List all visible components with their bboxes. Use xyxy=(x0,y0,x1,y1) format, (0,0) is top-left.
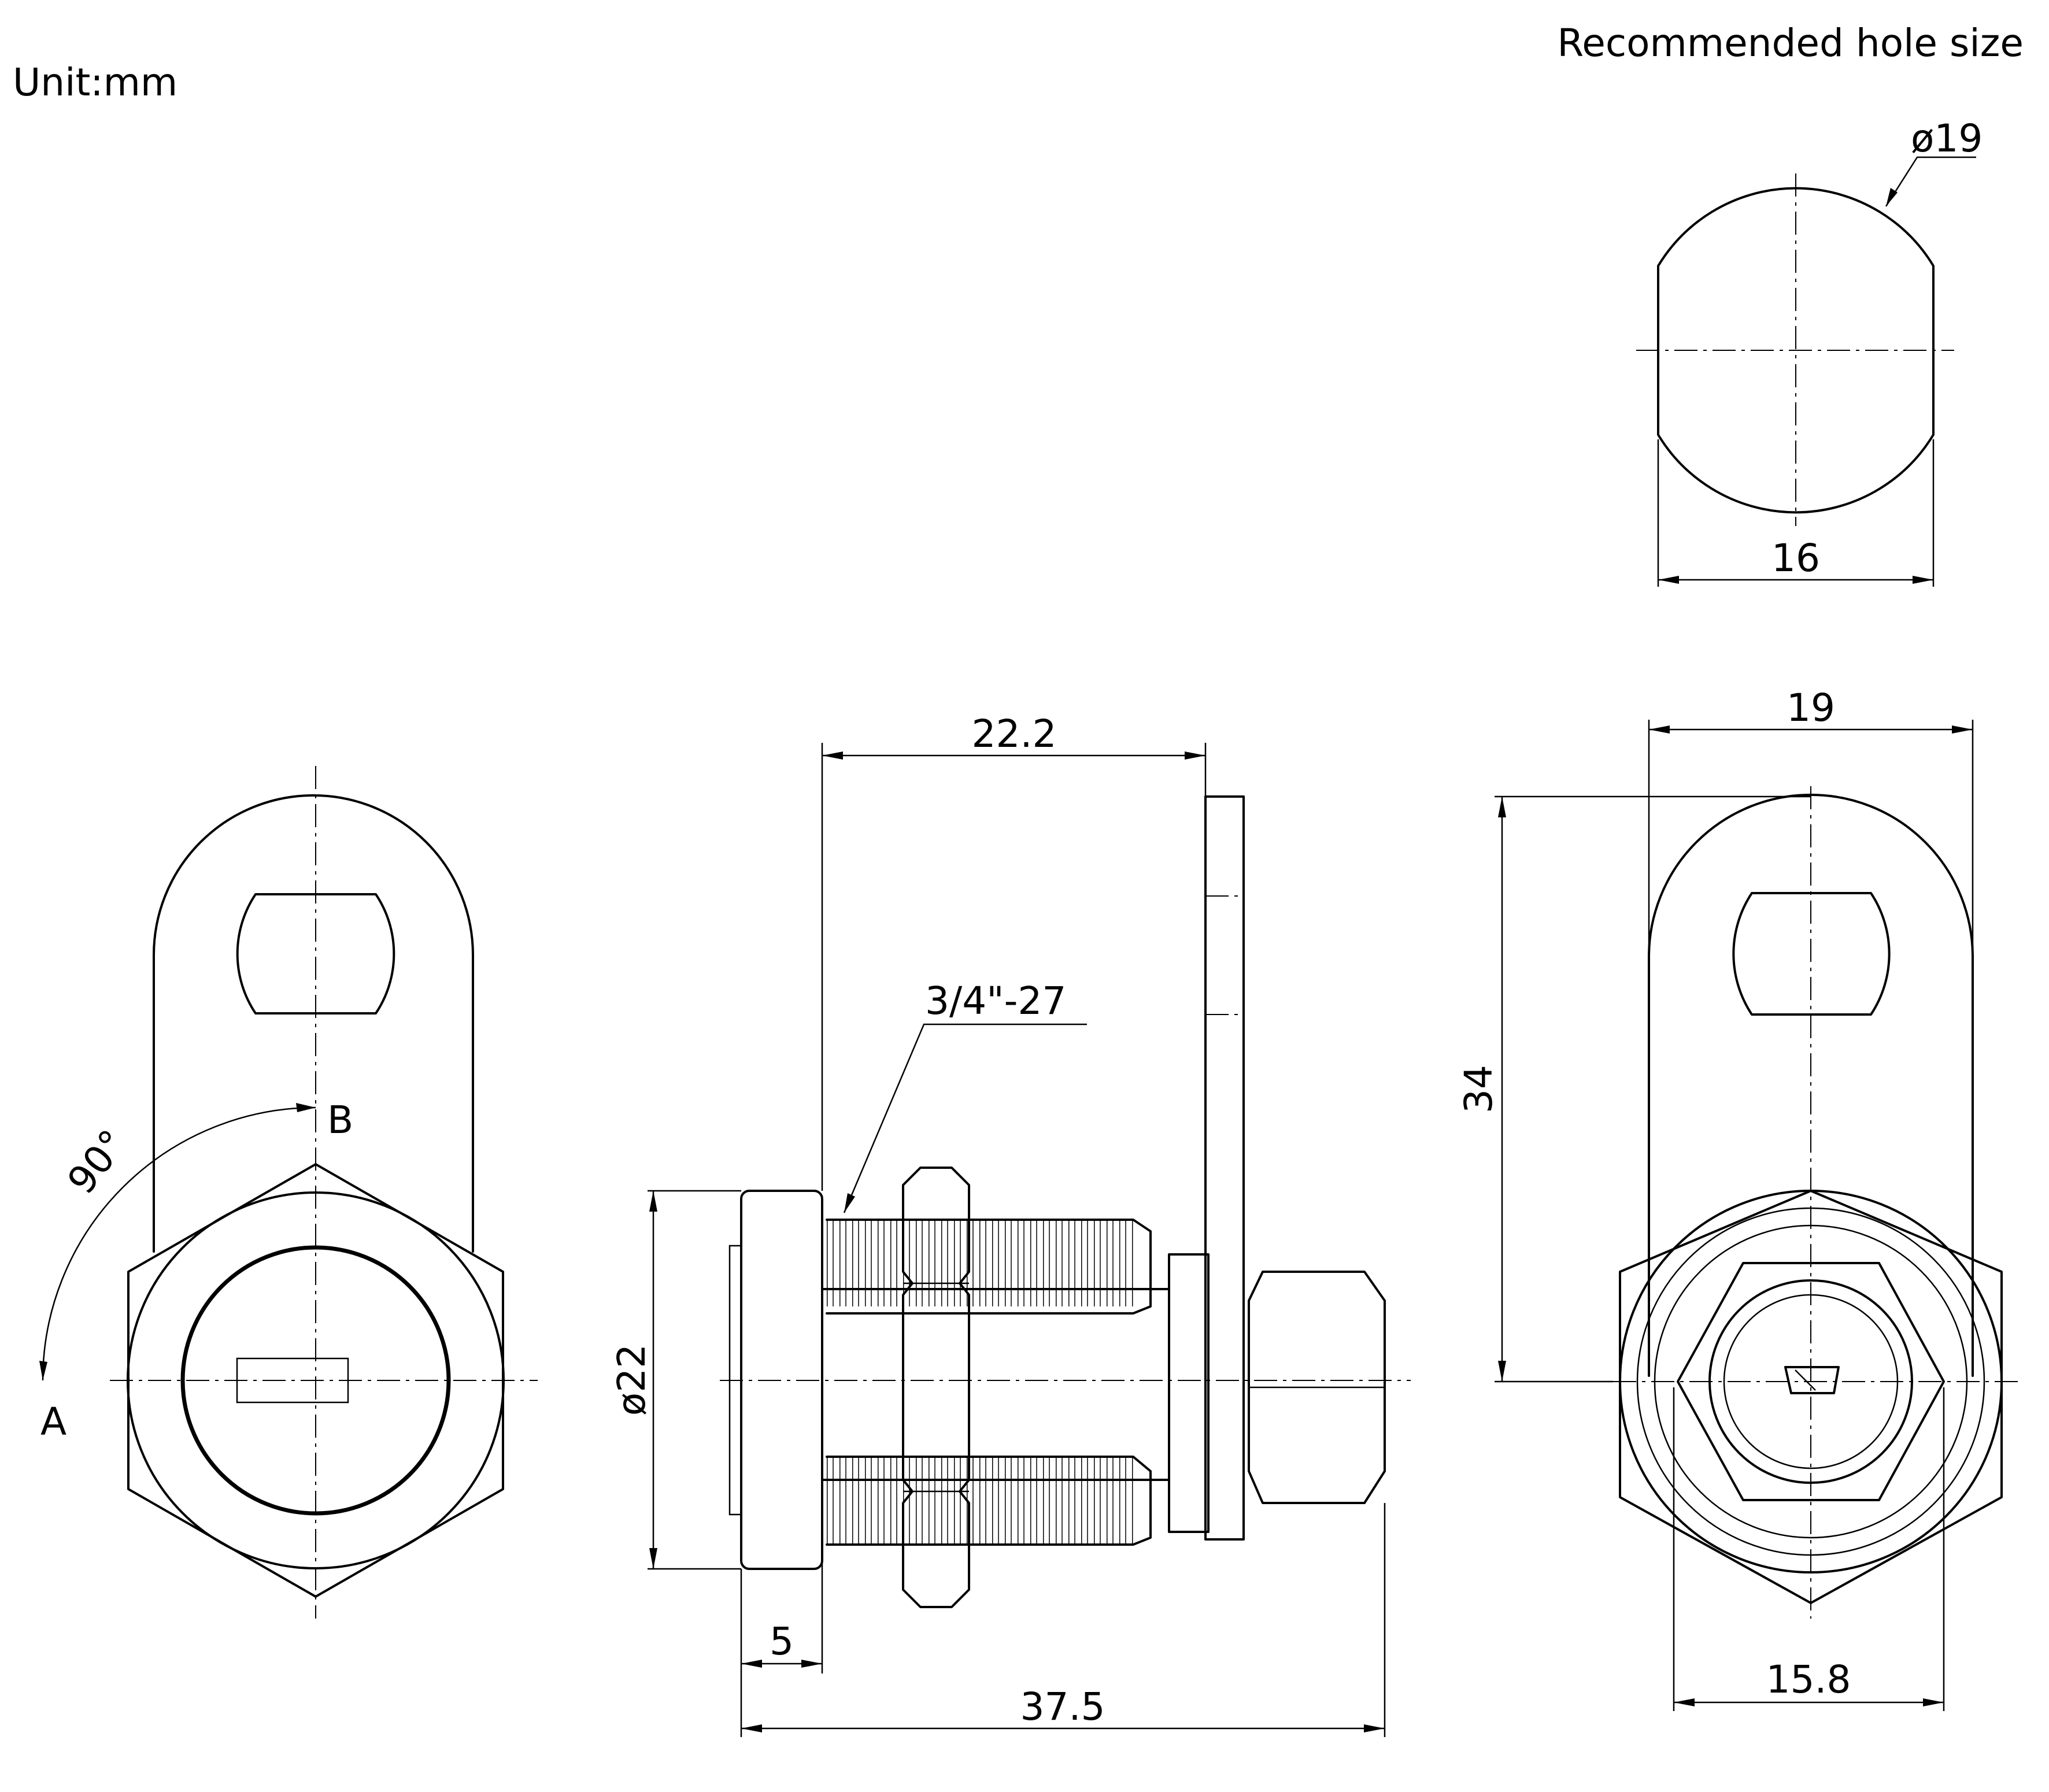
depth-22-2-label: 22.2 xyxy=(972,712,1057,756)
hole-width-label: 16 xyxy=(1771,536,1820,580)
hole-view: ø19 16 xyxy=(1636,116,1983,587)
hole-diameter-label: ø19 xyxy=(1911,116,1983,161)
screw-slot xyxy=(1784,1366,1840,1394)
flange-thickness-label: 5 xyxy=(770,1619,794,1664)
cam-width-label: 19 xyxy=(1787,686,1835,730)
front-view: 90° A B xyxy=(39,766,538,1619)
rotation-arc xyxy=(42,1106,316,1381)
thread-label: 3/4"-27 xyxy=(925,979,1066,1023)
rear-small-hex xyxy=(1677,1262,1945,1501)
rear-cam-slot xyxy=(1732,892,1891,1016)
unit-label: Unit:mm xyxy=(13,60,177,105)
cam-plate-side xyxy=(1204,795,1245,1541)
body-hex-nut xyxy=(902,1167,970,1608)
cam-plate xyxy=(153,794,474,1253)
position-b-label: B xyxy=(327,1098,353,1142)
rotation-angle-label: 90° xyxy=(59,1121,136,1202)
nut-width-label: 15.8 xyxy=(1766,1657,1851,1702)
washer xyxy=(1168,1253,1210,1533)
side-view: 22.2 3/4"-27 ø22 5 37.5 xyxy=(609,712,1411,1737)
thread-top xyxy=(827,1220,1133,1306)
lock-body xyxy=(821,1288,1170,1481)
hole-diameter-leader xyxy=(1885,156,1976,207)
hole-outline xyxy=(1657,187,1935,514)
cam-length-label: 34 xyxy=(1456,1065,1501,1113)
thread-bottom xyxy=(827,1457,1133,1543)
thread-leader xyxy=(843,1023,1087,1213)
position-a-label: A xyxy=(40,1399,66,1444)
cam-slot xyxy=(236,893,395,1015)
rear-view: 19 34 15.8 xyxy=(1456,686,2018,1711)
hole-size-title: Recommended hole size xyxy=(1557,21,2024,65)
body-diameter-label: ø22 xyxy=(609,1344,654,1416)
overall-length-label: 37.5 xyxy=(1020,1684,1105,1729)
screw-nut xyxy=(1248,1271,1386,1504)
